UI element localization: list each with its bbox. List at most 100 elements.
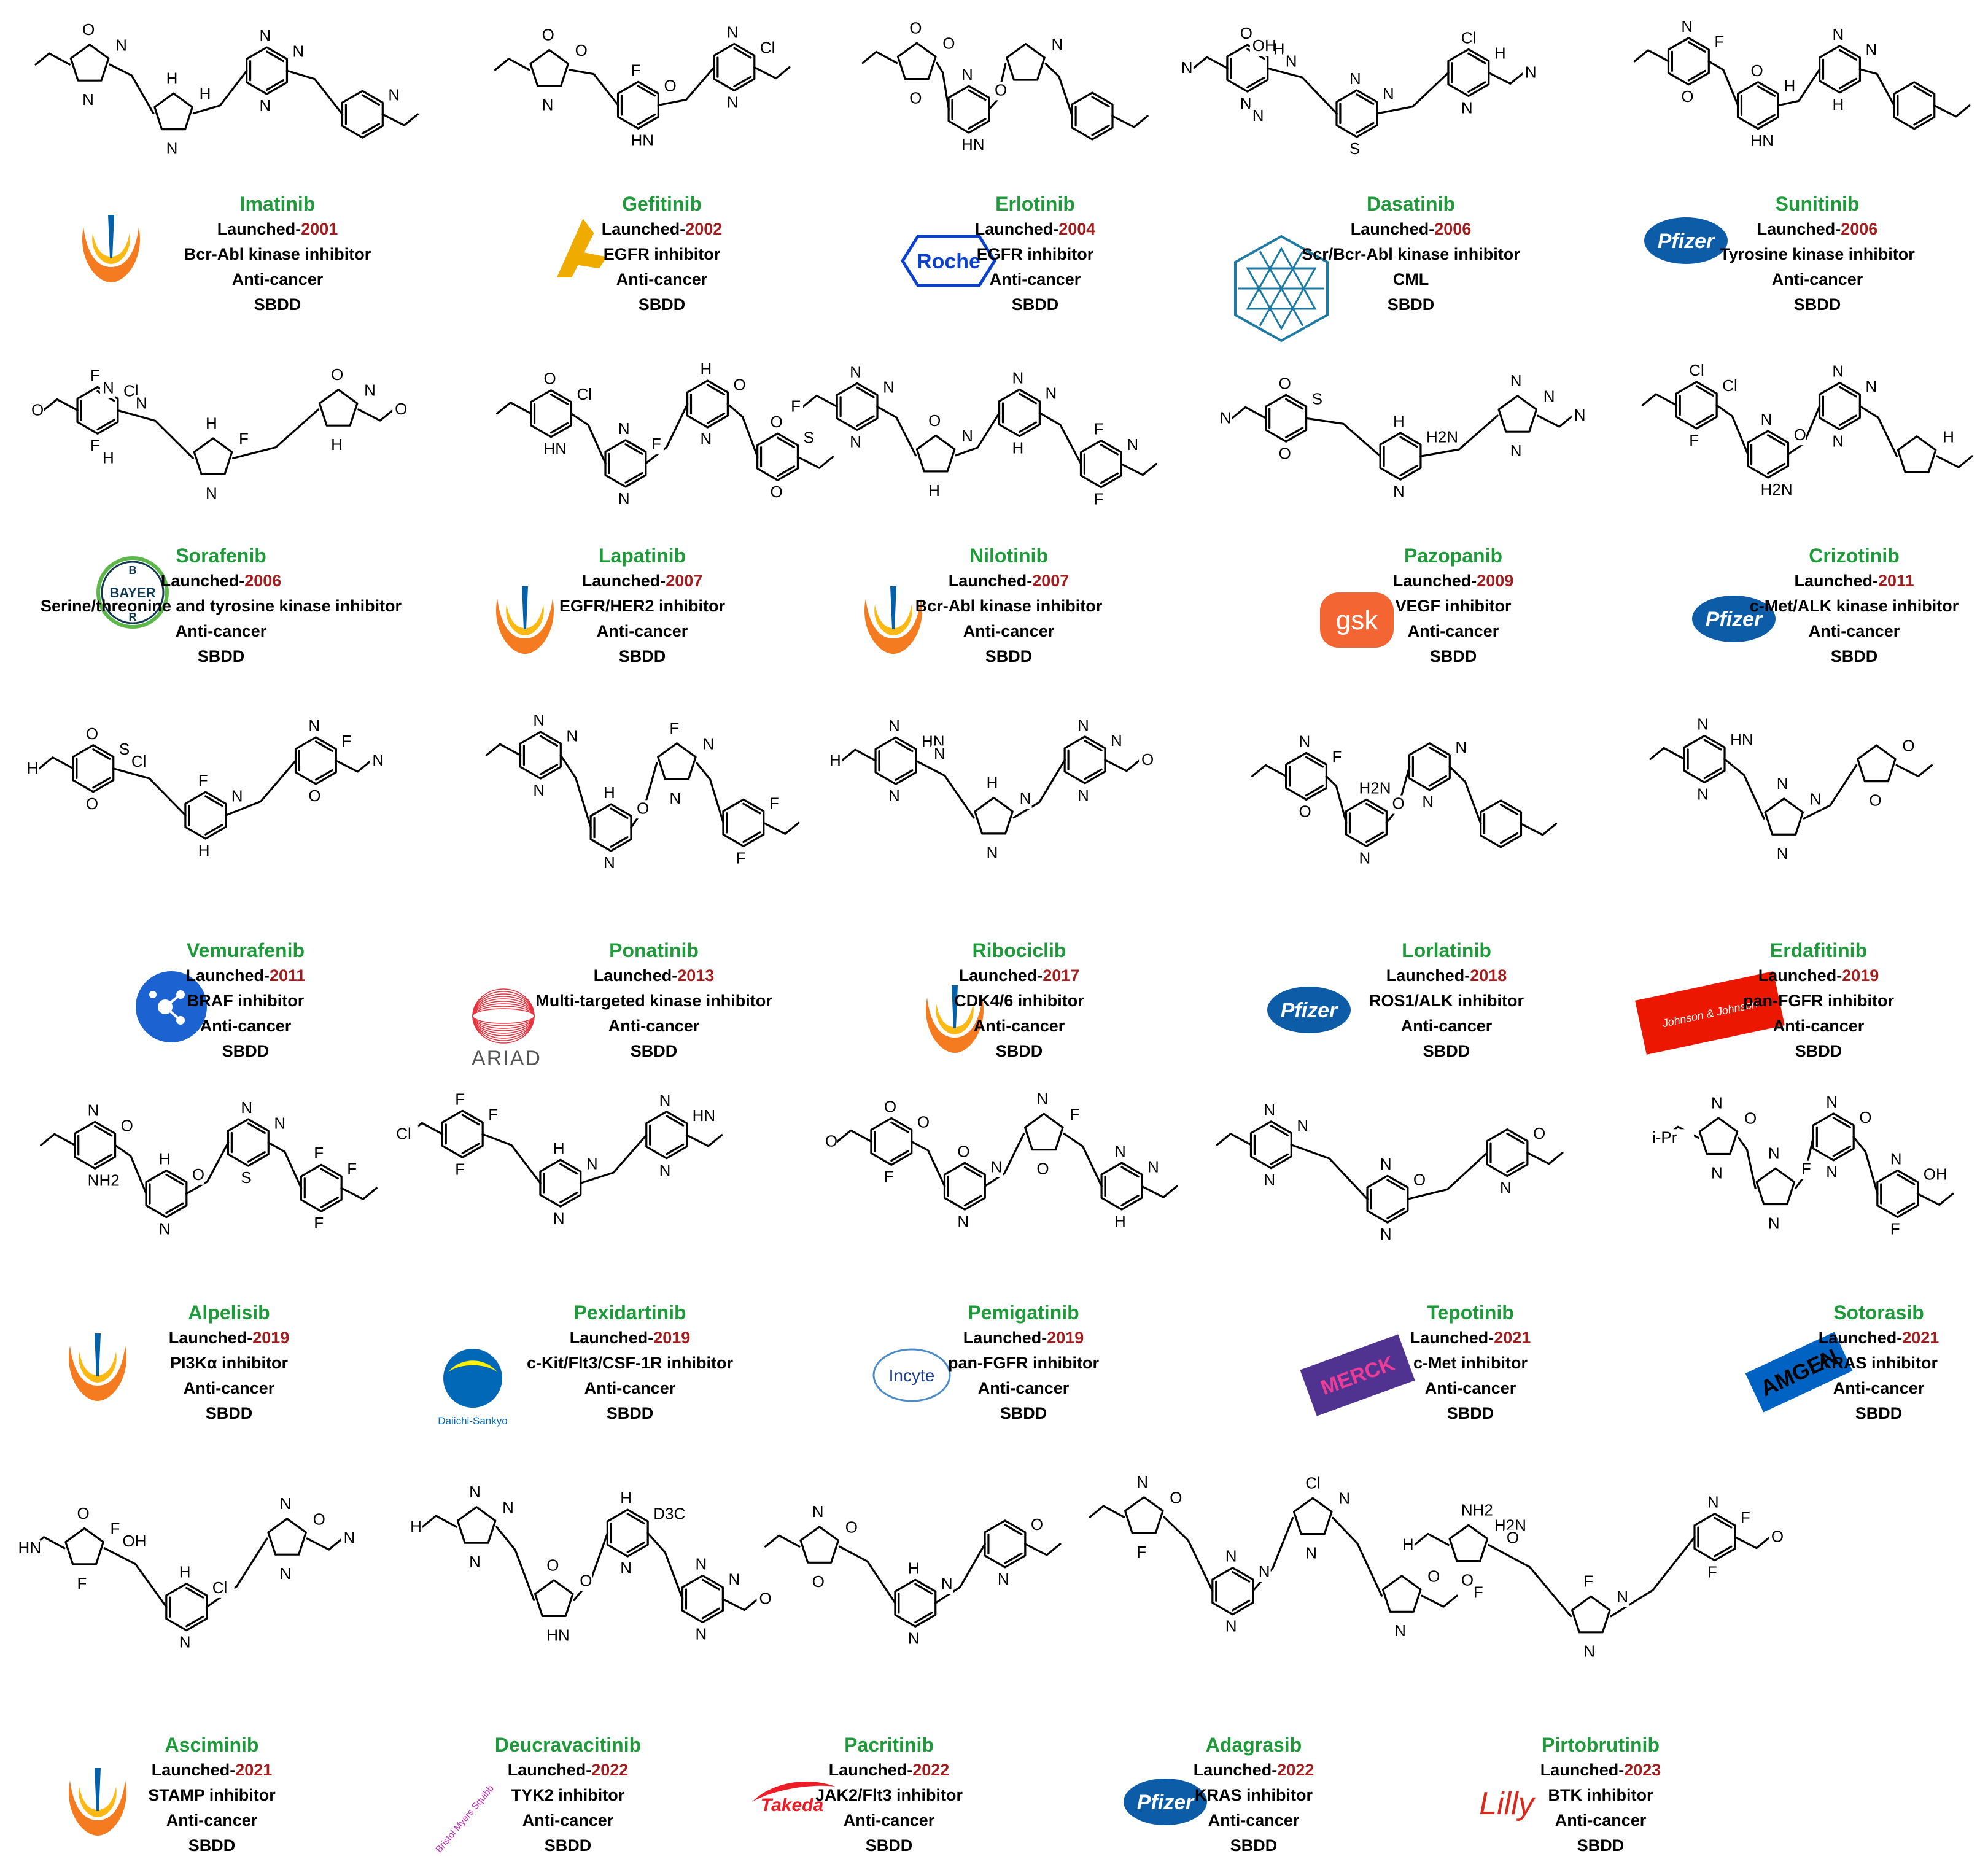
alpelisib-atom-label: O xyxy=(121,1117,133,1135)
pfizer-logo: Pfizer xyxy=(1267,987,1351,1033)
deucravacitinib-atom-label: H xyxy=(410,1517,422,1535)
deucravacitinib-atom-label: O xyxy=(546,1556,559,1574)
tepotinib-atom-label: N xyxy=(1380,1155,1392,1173)
launched-label: Launched- xyxy=(168,1329,253,1347)
pacritinib-atom-label: O xyxy=(1031,1515,1043,1534)
launch-year: 2022 xyxy=(591,1761,629,1779)
method-text: SBDD xyxy=(618,647,666,665)
pazopanib-atom-label: H xyxy=(1393,412,1405,430)
erlotinib-atom-label: N xyxy=(961,65,973,83)
lapatinib-atom-label: O xyxy=(544,370,556,388)
sorafenib-atom-label: F xyxy=(90,366,100,384)
launch-year: 2006 xyxy=(1841,220,1878,238)
launch-line: Launched-2019 xyxy=(809,1325,1238,1351)
launch-line: Launched-2023 xyxy=(1386,1758,1815,1783)
launch-line: Launched-2006 xyxy=(1602,217,1988,242)
deucravacitinib-atom-label: O xyxy=(580,1571,592,1589)
target-text: TYK2 inhibitor xyxy=(511,1786,625,1804)
pirtobrutinib-atom-label: N xyxy=(1617,1588,1628,1606)
method-text: SBDD xyxy=(1387,295,1435,314)
adagrasib-atom-label: F xyxy=(1136,1543,1146,1561)
deucravacitinib-atom-label: D3C xyxy=(653,1504,685,1523)
method-text: SBDD xyxy=(205,1404,253,1422)
pacritinib-atom-label: N xyxy=(998,1570,1009,1588)
lorlatinib-atom-label: H2N xyxy=(1359,778,1391,797)
launch-year: 2007 xyxy=(1032,572,1070,590)
launch-year: 2018 xyxy=(1470,966,1507,985)
gsk-logo-text: gsk xyxy=(1336,605,1378,635)
erlotinib-atom-label: HN xyxy=(961,135,985,153)
ponatinib-atom-label: N xyxy=(669,789,681,807)
drug-name: Dasatinib xyxy=(1366,193,1456,215)
method-text: SBDD xyxy=(1423,1042,1470,1060)
indication-text: Anti-cancer xyxy=(1424,1379,1516,1397)
gefitinib-atom-label: O xyxy=(664,77,676,95)
vemurafenib-atom-label: O xyxy=(308,786,320,805)
pazopanib-atom-label: N xyxy=(1543,387,1555,405)
launched-label: Launched- xyxy=(974,220,1059,238)
launch-year: 2013 xyxy=(677,966,715,985)
dasatinib-atom-label: O xyxy=(1240,24,1252,42)
method-text: SBDD xyxy=(985,647,1033,665)
ribociclib-atom-label: N xyxy=(1077,786,1089,804)
daiichi-sankyo-logo: Daiichi-Sankyo xyxy=(438,1349,508,1427)
pazopanib-atom-label: S xyxy=(1312,389,1322,408)
drug-name: Sunitinib xyxy=(1775,193,1860,215)
alpelisib-atom-label: F xyxy=(347,1159,357,1177)
launched-label: Launched- xyxy=(185,966,270,985)
lapatinib-atom-label: N xyxy=(618,419,630,438)
deucravacitinib-atom-label: N xyxy=(620,1559,632,1577)
launch-year: 2019 xyxy=(252,1329,290,1347)
method-text: SBDD xyxy=(995,1042,1043,1060)
lilly-logo-text: Lilly xyxy=(1479,1786,1536,1822)
launch-line: Launched-2007 xyxy=(427,568,857,594)
alpelisib-atom-label: O xyxy=(192,1165,204,1184)
launch-line: Launched-2018 xyxy=(1232,963,1661,988)
indication-text: Anti-cancer xyxy=(584,1379,676,1397)
adagrasib-atom-label: O xyxy=(1170,1488,1182,1507)
indication-text: Anti-cancer xyxy=(231,270,324,289)
dasatinib-atom-label: OH xyxy=(1252,36,1276,55)
deucravacitinib-atom-label: O xyxy=(759,1589,771,1608)
sunitinib-atom-label: O xyxy=(1681,87,1693,106)
vemurafenib-atom-label: N xyxy=(231,786,243,805)
launch-year: 2001 xyxy=(301,220,338,238)
sorafenib-atom-label: O xyxy=(331,365,343,384)
asciminib-atom-label: HN xyxy=(18,1538,42,1557)
imatinib-atom-label: N xyxy=(293,42,305,60)
pemigatinib-atom-label: N xyxy=(1036,1090,1048,1108)
launch-line: Launched-2004 xyxy=(820,217,1250,242)
method-text: SBDD xyxy=(1429,647,1477,665)
launch-year: 2011 xyxy=(1877,572,1914,590)
sotorasib-atom-label: N xyxy=(1711,1093,1723,1112)
crizotinib-atom-label: F xyxy=(1689,431,1699,449)
gsk-logo: gsk xyxy=(1320,592,1394,648)
crizotinib-atom-label: N xyxy=(1832,432,1844,450)
astrazeneca-logo xyxy=(556,219,607,277)
launch-line: Launched-2006 xyxy=(1196,217,1626,242)
launched-label: Launched- xyxy=(581,572,666,590)
pazopanib-atom-label: N xyxy=(1510,441,1522,460)
merck-logo: MERCK xyxy=(1300,1334,1415,1416)
drug-name: Nilotinib xyxy=(969,545,1048,567)
sorafenib-atom-label: F xyxy=(90,436,100,454)
indication-text: Anti-cancer xyxy=(1555,1811,1647,1829)
drug-name: Sorafenib xyxy=(176,545,266,567)
pexidartinib-atom-label: N xyxy=(659,1091,671,1109)
indication-text: CML xyxy=(1392,270,1429,289)
novartis-logo xyxy=(69,1768,126,1836)
drug-name: Ponatinib xyxy=(609,939,699,961)
indication-text: Anti-cancer xyxy=(989,270,1081,289)
sotorasib-atom-label: N xyxy=(1768,1214,1780,1232)
adagrasib-atom-label: O xyxy=(1427,1567,1440,1585)
alpelisib-atom-label: NH2 xyxy=(88,1171,120,1189)
